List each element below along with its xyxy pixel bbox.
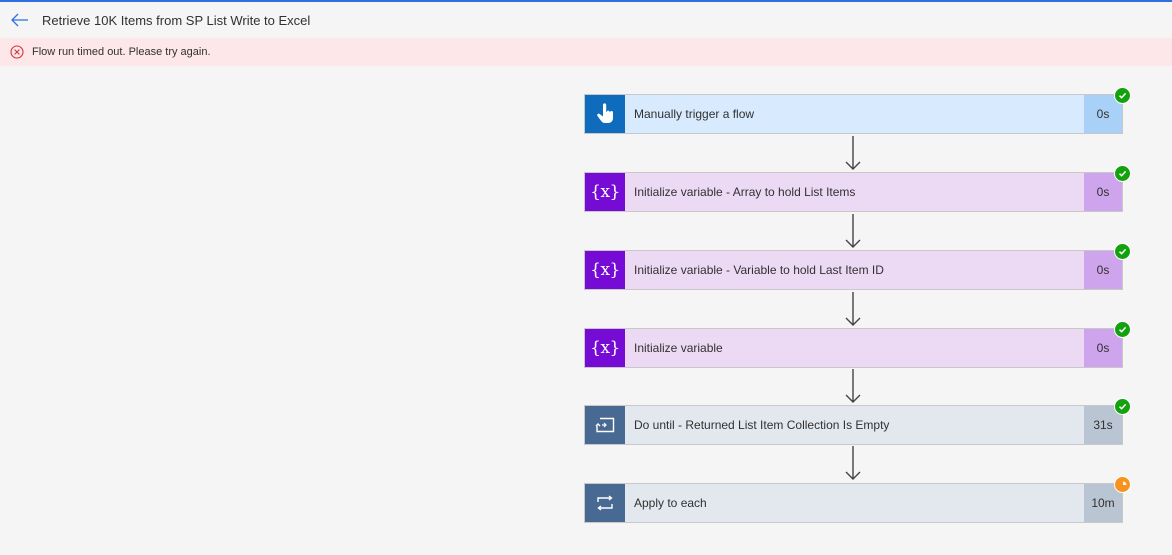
step-label: Initialize variable - Variable to hold L…: [634, 263, 884, 277]
timeout-badge-icon: [1114, 476, 1131, 493]
step-label: Do until - Returned List Item Collection…: [634, 418, 890, 432]
step-label: Apply to each: [634, 496, 707, 510]
success-badge-icon: [1114, 243, 1131, 260]
error-banner: Flow run timed out. Please try again.: [0, 38, 1172, 66]
control-icon-box: [585, 484, 625, 522]
success-badge-icon: [1114, 321, 1131, 338]
step-label: Manually trigger a flow: [634, 107, 755, 121]
loop-icon: [597, 495, 613, 511]
error-message: Flow run timed out. Please try again.: [32, 46, 211, 58]
arrow-down-icon: [845, 136, 861, 170]
arrow-down-icon: [845, 369, 861, 403]
variable-icon: {x}: [590, 260, 620, 280]
back-button[interactable]: [10, 10, 30, 30]
trigger-icon-box: [585, 95, 625, 133]
header-bar: Retrieve 10K Items from SP List Write to…: [0, 2, 1172, 38]
arrow-down-icon: [845, 292, 861, 326]
arrow-down-icon: [845, 214, 861, 248]
control-icon-box: [585, 406, 625, 444]
top-accent-line: [0, 0, 1172, 2]
arrow-down-icon: [845, 446, 861, 480]
step-manual-trigger[interactable]: Manually trigger a flow 0s: [584, 94, 1123, 134]
success-badge-icon: [1114, 398, 1131, 415]
variable-icon-box: {x}: [585, 251, 625, 289]
back-arrow-icon: [11, 13, 28, 27]
step-duration: 31s: [1084, 406, 1122, 444]
variable-icon: {x}: [590, 182, 620, 202]
step-label: Initialize variable - Array to hold List…: [634, 185, 856, 199]
success-badge-icon: [1114, 165, 1131, 182]
variable-icon: {x}: [590, 338, 620, 358]
step-label: Initialize variable: [634, 341, 723, 355]
variable-icon-box: {x}: [585, 329, 625, 367]
do-until-icon: [595, 417, 615, 433]
hand-pointer-icon: [597, 103, 614, 123]
step-apply-to-each[interactable]: Apply to each 10m: [584, 483, 1123, 523]
step-initialize-variable-last-id[interactable]: {x} Initialize variable - Variable to ho…: [584, 250, 1123, 290]
step-initialize-variable-array[interactable]: {x} Initialize variable - Array to hold …: [584, 172, 1123, 212]
step-do-until[interactable]: Do until - Returned List Item Collection…: [584, 405, 1123, 445]
flow-title: Retrieve 10K Items from SP List Write to…: [42, 12, 311, 28]
variable-icon-box: {x}: [585, 173, 625, 211]
error-circle-icon: [10, 45, 24, 59]
step-initialize-variable[interactable]: {x} Initialize variable 0s: [584, 328, 1123, 368]
success-badge-icon: [1114, 87, 1131, 104]
